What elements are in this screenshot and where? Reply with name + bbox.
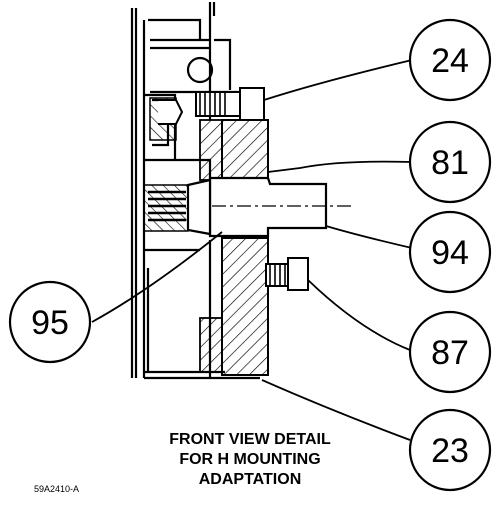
caption-line-2: FOR H MOUNTING	[179, 451, 321, 468]
callout-81-label: 81	[431, 144, 469, 182]
callout-94-label: 94	[431, 234, 469, 272]
caption-line-1: FRONT VIEW DETAIL	[169, 431, 331, 448]
callout-87-label: 87	[431, 334, 469, 372]
drawing-id: 59A2410-A	[34, 484, 80, 494]
callout-81: 81	[408, 120, 492, 204]
spline-coupling	[143, 184, 189, 232]
caption-line-3: ADAPTATION	[198, 471, 302, 488]
adapter-plate-section	[199, 119, 269, 376]
drawing-caption: FRONT VIEW DETAIL FOR H MOUNTING ADAPTAT…	[120, 430, 380, 490]
callout-95-label: 95	[31, 304, 69, 342]
callout-95: 95	[8, 280, 92, 364]
bolt-87	[265, 257, 309, 291]
callout-23: 23	[408, 408, 492, 492]
bolt-24-assembly	[149, 87, 265, 141]
callout-87: 87	[408, 310, 492, 394]
leader-lines	[91, 59, 413, 441]
callout-94: 94	[408, 210, 492, 294]
shaft-94	[186, 176, 355, 238]
callout-24-label: 24	[431, 42, 469, 80]
callout-24: 24	[408, 18, 492, 102]
callout-23-label: 23	[431, 432, 469, 470]
